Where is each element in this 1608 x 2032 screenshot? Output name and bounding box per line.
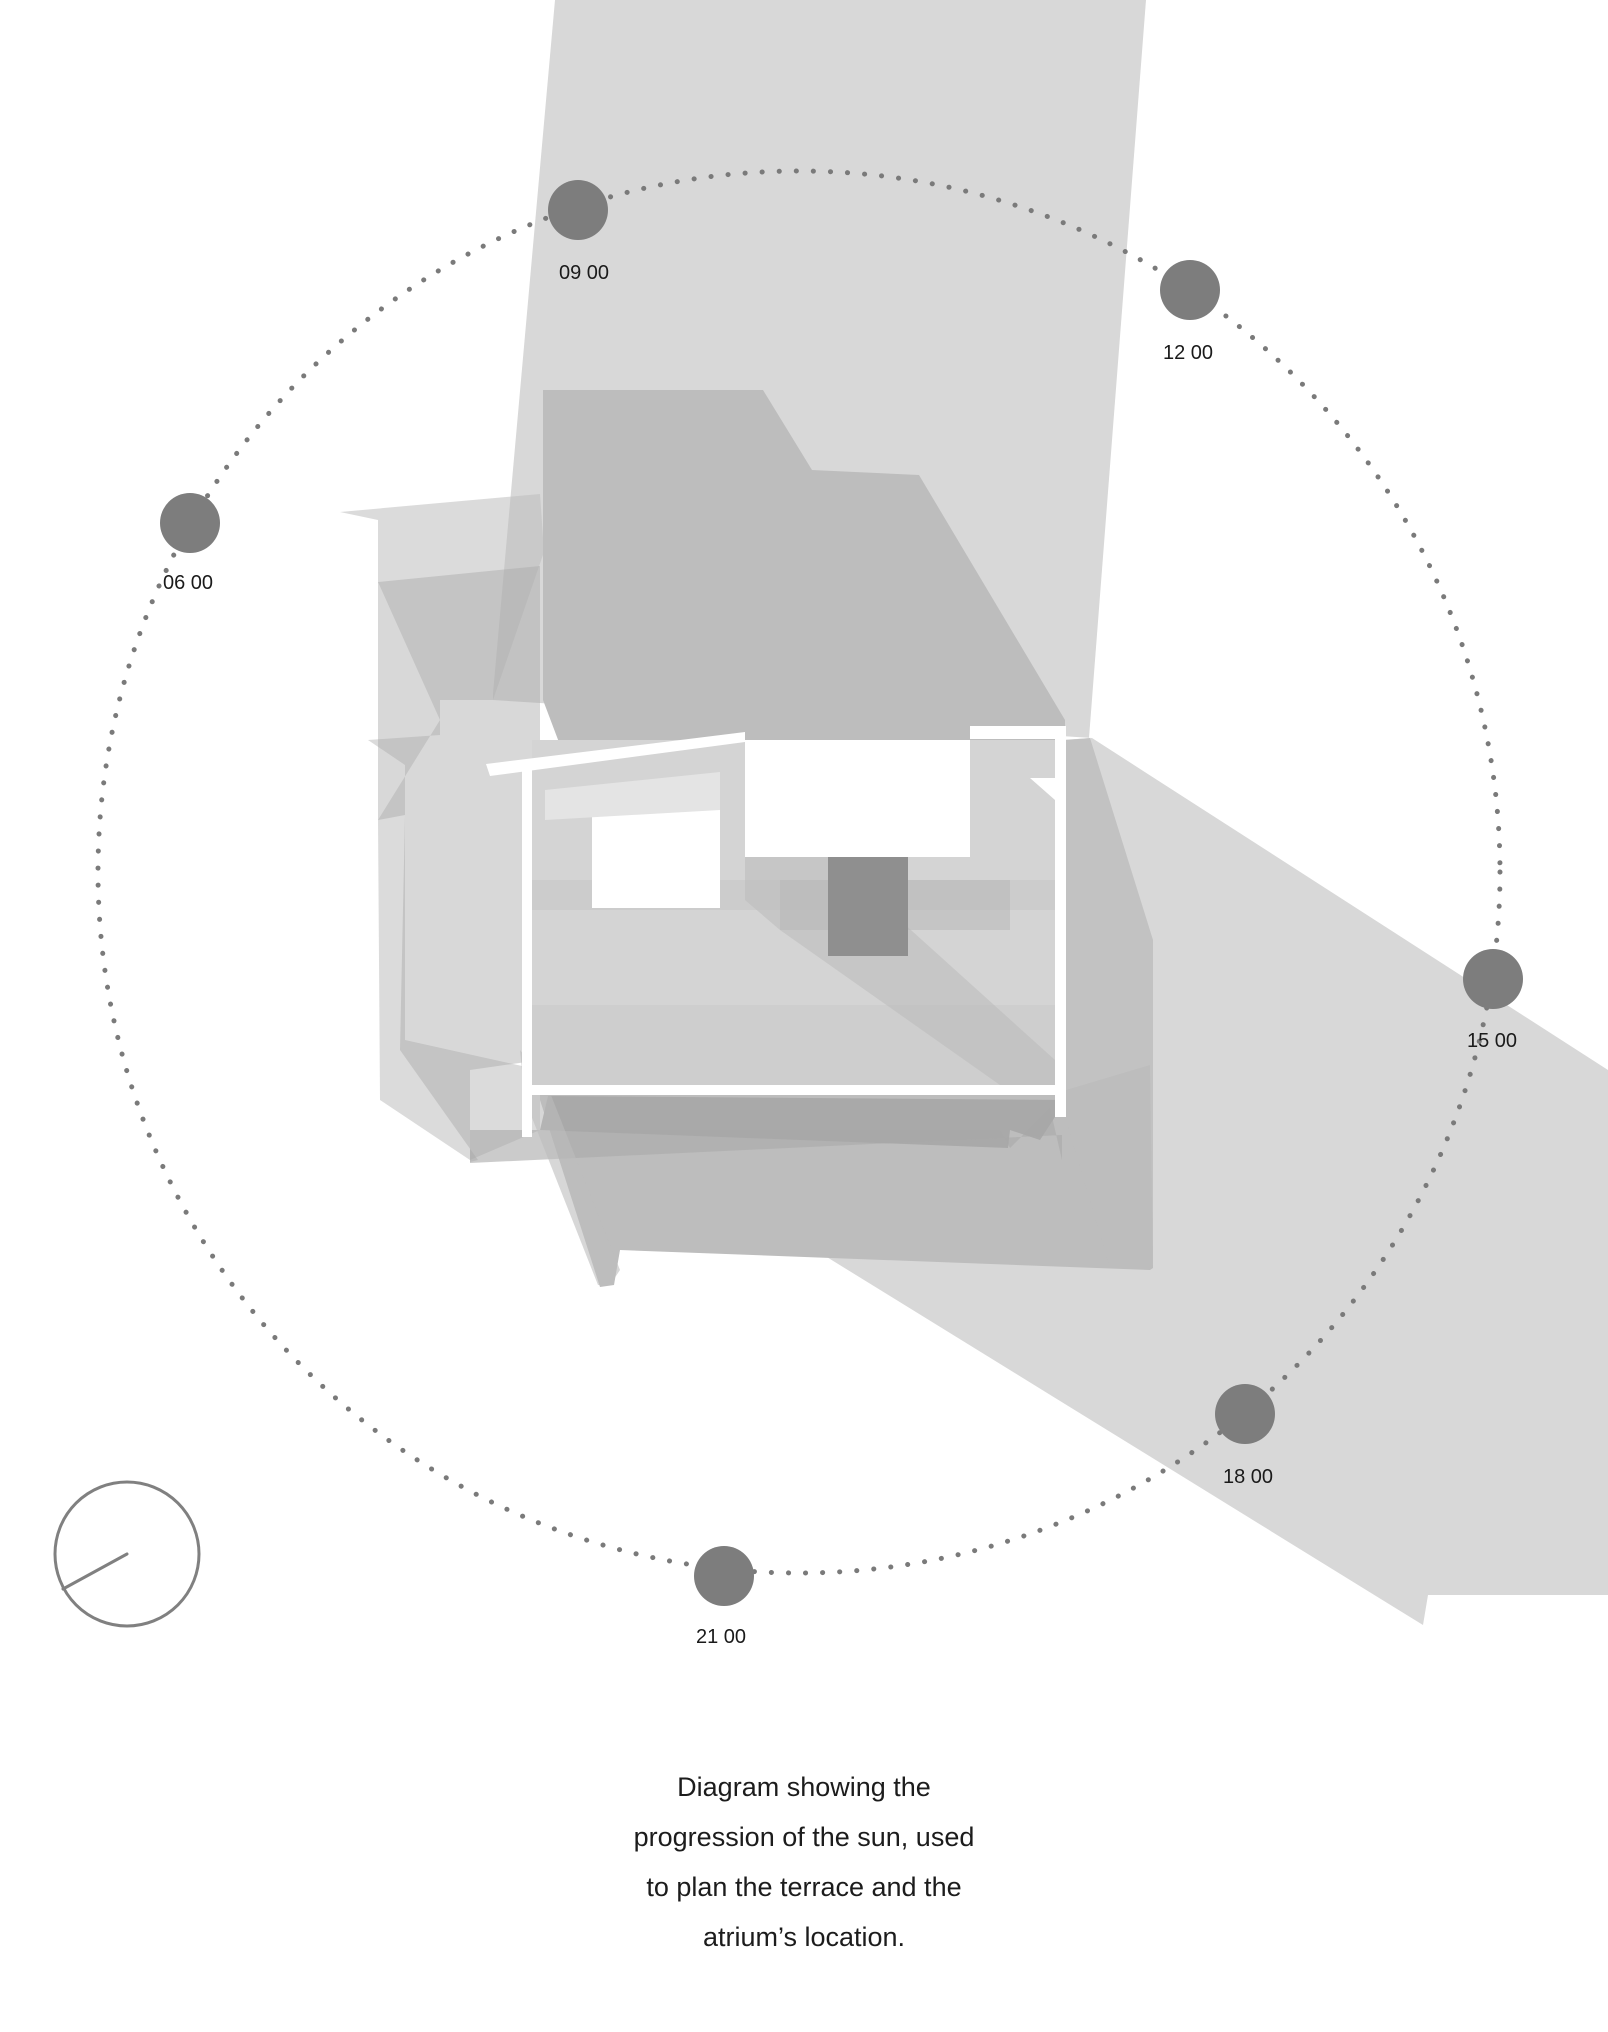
sun-2100: 21 00 <box>694 1546 754 1648</box>
sun-orbit-path <box>95 168 1503 1576</box>
shadow-bottom <box>470 1108 1062 1163</box>
wall-bottom <box>532 1085 1066 1095</box>
shadow-upper <box>543 390 1065 745</box>
sun-time-label: 21 00 <box>696 1626 746 1648</box>
sun-time-label: 09 00 <box>559 262 609 284</box>
sun-0900: 09 00 <box>548 180 609 284</box>
shadow-morning <box>340 494 544 1160</box>
caption-line: progression of the sun, used <box>633 1822 975 1852</box>
sun-icon <box>160 493 220 553</box>
sun-icon <box>1160 260 1220 320</box>
wall-corner-inner <box>1030 778 1055 800</box>
sun-time-label: 15 00 <box>1467 1030 1517 1052</box>
diagram-caption: Diagram showing the progression of the s… <box>0 1762 1608 1962</box>
wall-right <box>1055 726 1066 1117</box>
wall-top-slanted <box>486 732 745 776</box>
sun-1200: 12 00 <box>1160 260 1220 364</box>
compass-ring <box>53 1480 201 1628</box>
caption-line: to plan the terrace and the <box>646 1872 962 1902</box>
atrium-roof <box>745 740 970 857</box>
caption-line: Diagram showing the <box>677 1772 931 1802</box>
sun-positions: 06 00 09 00 12 00 15 00 18 00 21 00 <box>160 180 1523 1648</box>
sun-1500: 15 00 <box>1463 949 1523 1052</box>
shadow-right <box>1066 738 1153 1268</box>
wall-top-right <box>970 726 1066 739</box>
sun-icon <box>694 1546 754 1606</box>
wall-left <box>522 768 532 1137</box>
terrace-opening <box>592 810 720 908</box>
sun-icon <box>1463 949 1523 1009</box>
terrace-light <box>545 772 720 820</box>
sun-1800: 18 00 <box>1215 1384 1275 1488</box>
sun-time-label: 06 00 <box>163 572 213 594</box>
atrium <box>828 857 908 956</box>
shadow-left <box>378 566 540 1162</box>
house-shadows <box>340 390 1153 1287</box>
sun-time-label: 12 00 <box>1163 342 1213 364</box>
caption-line: atrium’s location. <box>702 1922 906 1952</box>
sun-icon <box>548 180 608 240</box>
shadow-sw <box>520 1050 620 1285</box>
house-plan <box>486 726 1066 1137</box>
sun-time-label: 18 00 <box>1223 1466 1273 1488</box>
compass-icon <box>53 1480 201 1628</box>
sun-icon <box>1215 1384 1275 1444</box>
compass-needle <box>61 1552 129 1591</box>
sun-0600: 06 00 <box>160 493 220 594</box>
